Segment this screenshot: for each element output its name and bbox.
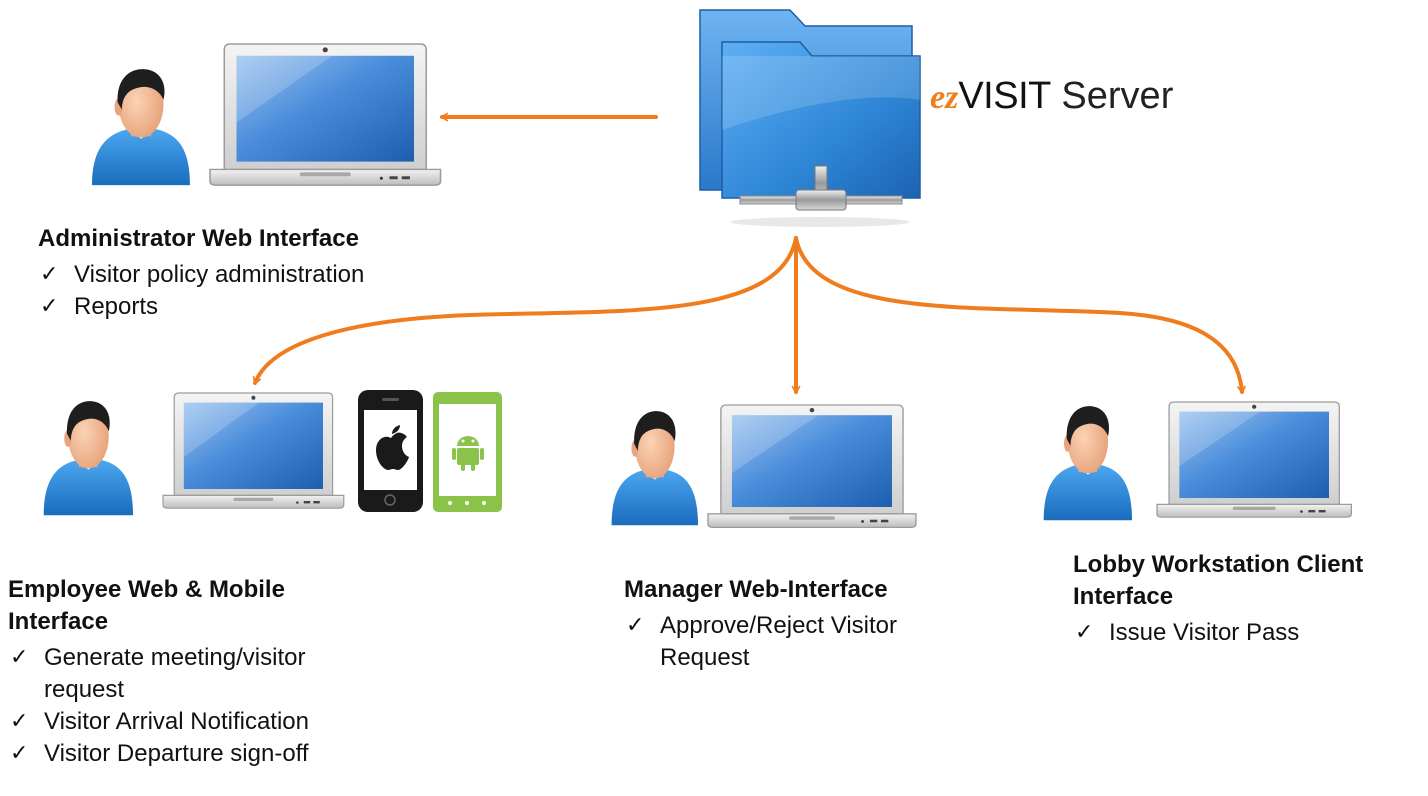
network-connector-icon xyxy=(730,165,910,227)
manager-person-icon xyxy=(611,411,698,526)
check-icon: ✓ xyxy=(40,262,59,287)
server-folder-icon xyxy=(699,9,921,199)
server-label: Server xyxy=(1061,75,1174,117)
list-item: ✓Visitor Arrival Notification xyxy=(8,706,309,738)
apple-logo-icon xyxy=(376,425,409,470)
check-icon: ✓ xyxy=(10,741,29,766)
list-item-continuation: Request xyxy=(660,644,750,671)
manager-title: Manager Web-Interface xyxy=(624,576,888,603)
brand-name: VISIT xyxy=(958,75,1051,117)
android-logo-icon xyxy=(452,436,484,471)
lobby-laptop-icon xyxy=(1156,401,1353,518)
lobby-feature-list: ✓Issue Visitor Pass xyxy=(1073,617,1363,649)
iphone-icon xyxy=(358,390,423,512)
admin-title: Administrator Web Interface xyxy=(38,225,359,252)
admin-label: Administrator Web Interface ✓Visitor pol… xyxy=(38,223,364,323)
manager-label: Manager Web-Interface ✓Approve/Reject Vi… xyxy=(624,574,897,674)
list-item: ✓Issue Visitor Pass xyxy=(1073,617,1363,649)
list-item-continuation: request xyxy=(44,676,125,703)
manager-laptop-icon xyxy=(707,404,917,529)
list-item: ✓Reports xyxy=(38,291,364,323)
arrow-to-lobby xyxy=(794,236,1246,394)
list-item: ✓Visitor Departure sign-off xyxy=(8,738,309,770)
employee-laptop-icon xyxy=(162,392,345,509)
check-icon: ✓ xyxy=(1075,620,1094,645)
brand-prefix: ez xyxy=(930,79,959,116)
check-icon: ✓ xyxy=(10,645,29,670)
admin-feature-list: ✓Visitor policy administration ✓Reports xyxy=(38,259,364,323)
employee-feature-list: ✓Generate meeting/visitor request ✓Visit… xyxy=(8,642,309,770)
manager-feature-list: ✓Approve/Reject Visitor Request xyxy=(624,610,897,674)
list-item: ✓Visitor policy administration xyxy=(38,259,364,291)
lobby-person-icon xyxy=(1043,406,1132,521)
employee-person-icon xyxy=(43,401,133,516)
admin-laptop-icon xyxy=(209,43,442,186)
arrow-to-employee xyxy=(252,236,798,385)
check-icon: ✓ xyxy=(10,709,29,734)
check-icon: ✓ xyxy=(626,613,645,638)
server-title: ezVISIT Server xyxy=(930,72,1173,122)
android-phone-icon xyxy=(433,392,502,512)
list-item: ✓Generate meeting/visitor xyxy=(8,642,309,674)
admin-person-icon xyxy=(92,69,190,186)
check-icon: ✓ xyxy=(40,294,59,319)
list-item: ✓Approve/Reject Visitor xyxy=(624,610,897,642)
